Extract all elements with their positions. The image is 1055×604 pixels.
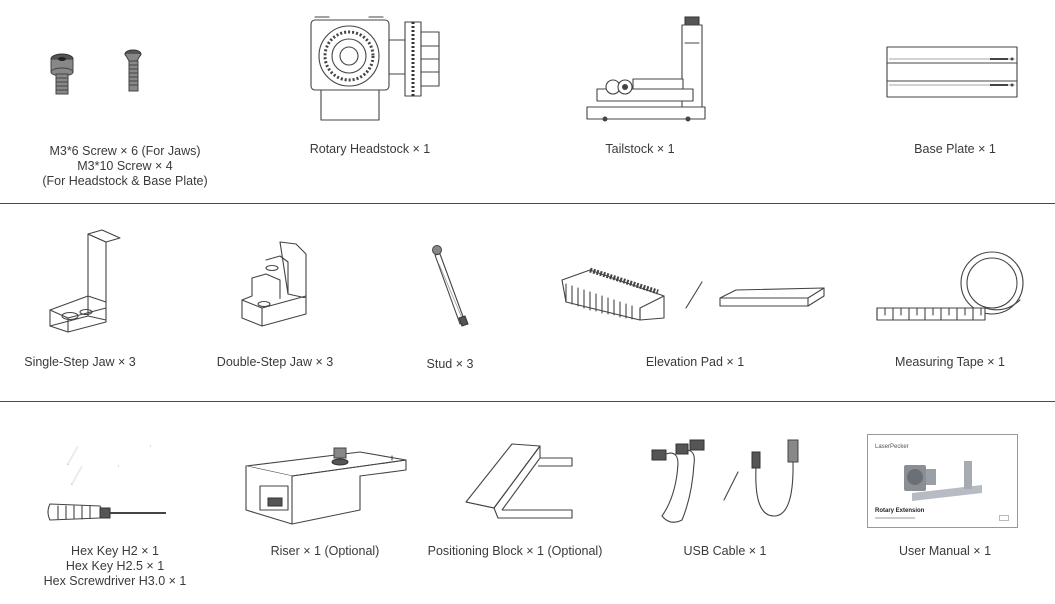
row-divider-2 — [0, 401, 1055, 402]
hex-key-h25-label: Hex Key H2.5 × 1 — [65, 559, 165, 573]
manual-title: Rotary Extension — [875, 508, 925, 514]
elevation-pad-icon — [561, 267, 825, 321]
riser-icon — [245, 447, 407, 525]
positioning-block-label: Positioning Block × 1 (Optional) — [427, 544, 603, 558]
manual-brand: LaserPecker — [875, 444, 909, 450]
rotary-device-illustration — [904, 461, 982, 501]
tailstock-label: Tailstock × 1 — [605, 142, 675, 156]
user-manual-icon: LaserPecker Rotary Extension — [867, 434, 1018, 528]
positioning-block-icon — [465, 443, 573, 519]
measuring-tape-icon — [876, 251, 1024, 321]
row-divider-1 — [0, 203, 1055, 204]
hex-key-icon — [47, 445, 166, 521]
screws-label-line-3: (For Headstock & Base Plate) — [42, 174, 208, 188]
manual-subtitle-bar — [875, 517, 915, 519]
user-manual-label: User Manual × 1 — [898, 544, 992, 558]
double-step-jaw-icon — [241, 241, 307, 327]
rotary-headstock-label: Rotary Headstock × 1 — [309, 142, 431, 156]
hex-key-h2-label: Hex Key H2 × 1 — [71, 544, 159, 558]
manual-corner-mark — [999, 515, 1009, 521]
stud-icon — [432, 245, 469, 327]
screws-label-line-1: M3*6 Screw × 6 (For Jaws) — [49, 144, 201, 158]
double-step-jaw-label: Double-Step Jaw × 3 — [216, 355, 334, 369]
usb-cable-icon — [651, 439, 799, 523]
rotary-headstock-icon — [310, 16, 440, 121]
elevation-pad-label: Elevation Pad × 1 — [645, 355, 745, 369]
screws-label-line-2: M3*10 Screw × 4 — [77, 159, 173, 173]
base-plate-icon — [886, 46, 1018, 98]
riser-label: Riser × 1 (Optional) — [270, 544, 380, 558]
measuring-tape-label: Measuring Tape × 1 — [895, 355, 1005, 369]
single-step-jaw-label: Single-Step Jaw × 3 — [24, 355, 136, 369]
usb-cable-label: USB Cable × 1 — [683, 544, 767, 558]
base-plate-label: Base Plate × 1 — [914, 142, 996, 156]
hex-screwdriver-label: Hex Screwdriver H3.0 × 1 — [43, 574, 187, 588]
screw-icon — [50, 49, 142, 95]
stud-label: Stud × 3 — [426, 357, 474, 371]
tailstock-icon — [586, 16, 706, 122]
single-step-jaw-icon — [49, 229, 121, 333]
